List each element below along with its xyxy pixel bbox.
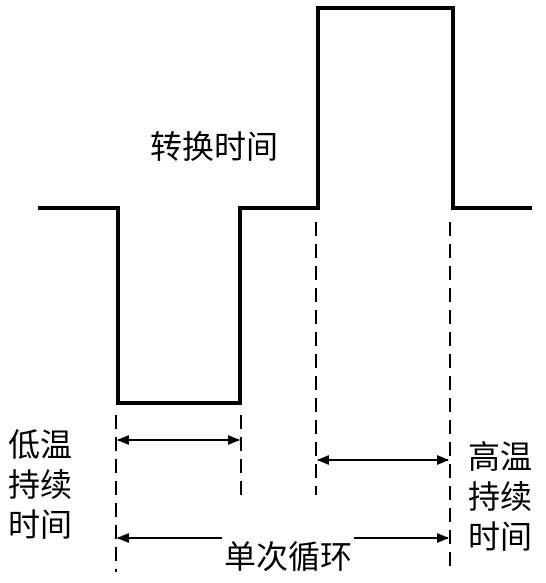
high-temp-hold-label-line-2: 持续: [468, 478, 533, 516]
low-temp-hold-label-line-3: 时间: [8, 506, 73, 544]
low-temp-hold-label-line-1: 低温: [8, 426, 73, 464]
low-temp-hold-label: 低温 持续 时间: [8, 425, 72, 545]
temperature-waveform: [38, 6, 532, 405]
high-temp-hold-label: 高温 持续 时间: [468, 437, 532, 557]
low-temp-hold-label-line-2: 持续: [8, 466, 73, 504]
high-temp-hold-label-line-1: 高温: [468, 438, 533, 476]
single-cycle-label: 单次循环: [222, 537, 355, 577]
high-temp-hold-label-line-3: 时间: [468, 518, 533, 556]
transition-time-label: 转换时间: [150, 128, 279, 166]
